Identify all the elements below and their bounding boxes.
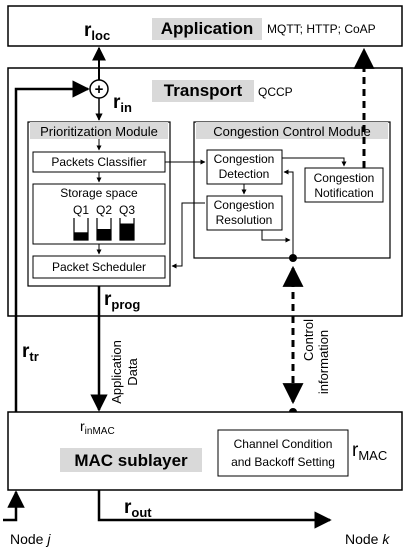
r-prog-label: rprog [104,289,140,312]
storage-space-label: Storage space [60,186,138,200]
r-loc-label: rloc [84,20,110,43]
queues-group [73,218,135,241]
control-label-2: information [316,330,331,394]
channel-label-2: and Backoff Setting [231,455,335,469]
resolution-label-1: Congestion [214,198,275,212]
arrow-resolution-to-scheduler [171,202,205,269]
arrow-control-to-detection [283,169,294,255]
mac-title-bg [60,448,202,472]
r-out-label: rout [124,497,152,520]
congestion-resolution-box [206,195,283,231]
packets-classifier-label: Packets Classifier [51,155,146,169]
r-mac-label: rMAC [352,440,387,463]
mac-title: MAC sublayer [74,451,188,470]
node-j-label: Node j [10,531,51,547]
congestion-detection-box [206,149,283,185]
notification-label-1: Congestion [314,171,375,185]
control-junction-top [289,254,297,262]
congestion-notification-box [304,167,384,203]
arrow-input-from-node-j [3,490,25,522]
application-title-bg [152,18,262,40]
prioritization-title-bg [30,122,168,139]
r-inmac-label: rinMAC [80,418,115,437]
r-tr-label: rtr [22,341,39,364]
arrow-detection-to-notification [282,157,347,167]
transport-title: Transport [164,81,243,100]
queue-fill [74,232,88,240]
notification-label-2: Notification [314,186,373,200]
detection-label-1: Congestion [214,152,275,166]
transport-protocol: QCCP [258,85,293,99]
detection-label-2: Detection [219,167,270,181]
node-k-label: Node k [345,531,390,547]
feedback-loop-arrow [14,80,90,412]
control-label-1: Control [301,319,316,361]
channel-label-1: Channel Condition [234,437,333,451]
packet-scheduler-label: Packet Scheduler [52,260,146,274]
queue-fill [120,223,134,240]
congestion-title: Congestion Control Module [213,124,371,139]
queue-label-q2: Q2 [96,203,112,217]
queue-label-q3: Q3 [119,203,135,217]
packet-scheduler-box [32,255,166,279]
arrow-output [97,490,332,529]
application-protocols: MQTT; HTTP; CoAP [267,22,376,36]
r-in-label: rin [113,92,132,115]
plus-symbol: + [95,81,104,98]
congestion-title-bg [196,122,388,139]
transport-title-bg [152,80,254,102]
channel-condition-box [217,429,349,477]
prioritization-title: Prioritization Module [40,124,158,139]
application-title: Application [161,19,254,38]
arrow-resolution-to-control [261,230,291,243]
resolution-label-2: Resolution [216,213,273,227]
queue-label-q1: Q1 [73,203,89,217]
application-data-label-1: Application [109,340,124,404]
queue-fill [97,229,111,240]
application-data-label-2: Data [125,358,140,386]
